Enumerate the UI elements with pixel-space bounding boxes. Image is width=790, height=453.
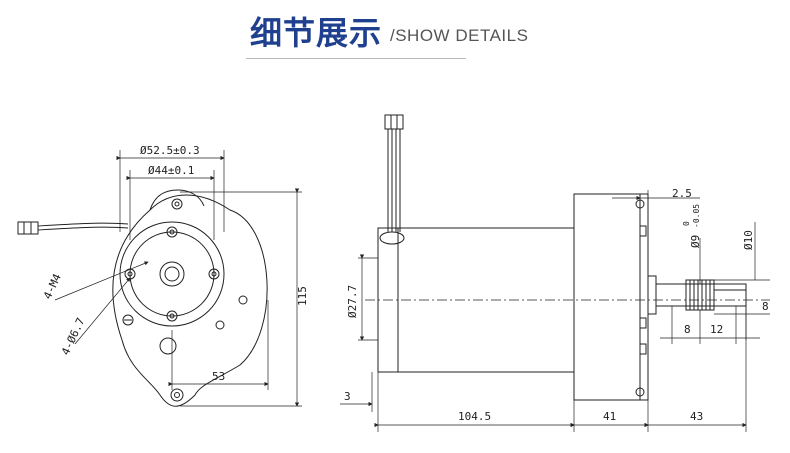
dim-shaft-step: 2.5 (672, 187, 692, 200)
wire-harness-icon (384, 114, 404, 232)
shaft (159, 261, 185, 287)
dim-shaft-length: 43 (690, 410, 703, 423)
title-divider (246, 58, 466, 59)
tol-lower: -0.05 (692, 204, 701, 228)
label-thread: 4-M4 (41, 271, 64, 301)
dim-12: 12 (710, 323, 723, 336)
side-view-labels: 2.5 Ø9 0 -0.05 Ø10 Ø27.7 8 8 12 3 104.5 … (344, 187, 769, 423)
side-view (340, 114, 770, 432)
front-view (17, 150, 302, 407)
tol-upper: 0 (682, 221, 691, 226)
output-shaft (655, 283, 747, 307)
dim-outer-diameter: Ø52.5±0.3 (140, 144, 200, 157)
gear-plate-outline (112, 194, 268, 407)
dim-gearbox: 41 (603, 410, 616, 423)
motor-flange (119, 221, 225, 327)
dim-inner-diameter: Ø44±0.1 (148, 164, 194, 177)
section-subtitle: /SHOW DETAILS (390, 26, 529, 45)
dim-body: 104.5 (458, 410, 491, 423)
section-title: 细节展示 (250, 14, 383, 52)
dim-flat: 8 (762, 300, 769, 313)
header: 细节展示 /SHOW DETAILS (0, 0, 790, 70)
front-view-labels: Ø52.5±0.3 Ø44±0.1 115 53 4-M4 4-Ø6.7 (41, 144, 309, 383)
dim-height: 115 (296, 286, 309, 306)
top-lug (149, 189, 205, 211)
connector-icon (17, 221, 129, 235)
gearbox (573, 193, 649, 401)
dim-offset: 53 (212, 370, 225, 383)
dim-motor-diameter: Ø27.7 (346, 285, 359, 318)
dim-knurl-diameter: Ø10 (742, 230, 755, 250)
dim-3: 3 (344, 390, 351, 403)
dim-shaft-diameter: Ø9 (689, 235, 702, 248)
dim-8: 8 (684, 323, 691, 336)
label-holes: 4-Ø6.7 (59, 316, 88, 358)
